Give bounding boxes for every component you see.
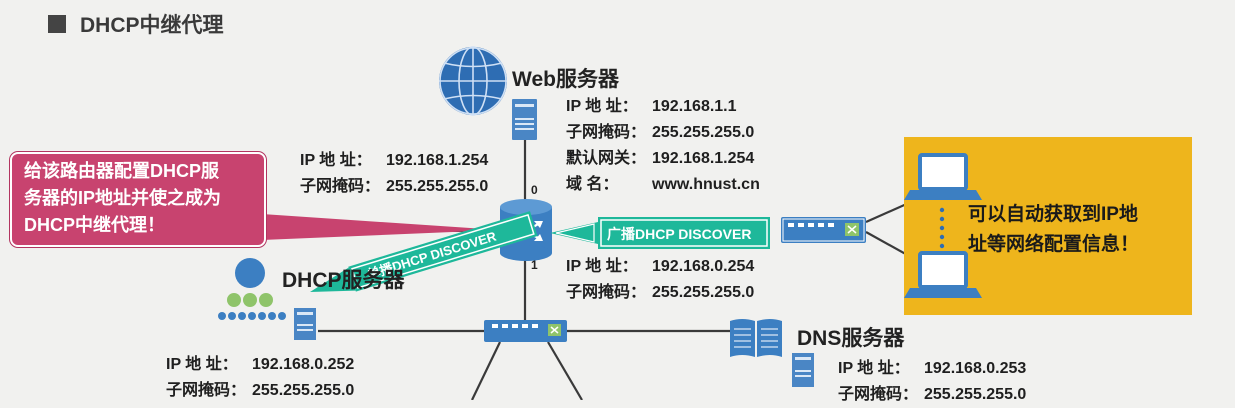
- info-row: IP 地 址：192.168.1.254: [300, 152, 489, 169]
- note-line-1: 可以自动获取到IP地: [968, 204, 1138, 225]
- info-row: 子网掩码：255.255.255.0: [300, 178, 489, 195]
- info-row: 默认网关：192.168.1.254: [566, 150, 755, 167]
- slide-header: DHCP中继代理: [48, 9, 224, 39]
- broadcast-label: 广播DHCP DISCOVER: [607, 226, 752, 242]
- switch-icon-center: [484, 320, 567, 342]
- info-row: IP 地 址：192.168.0.254: [566, 258, 755, 275]
- info-row: 子网掩码：255.255.255.0: [838, 386, 1027, 403]
- info-row: 子网掩码：255.255.255.0: [566, 284, 755, 301]
- note-line-2: 址等网络配置信息！: [968, 234, 1140, 255]
- router-if0-info: IP 地 址：192.168.1.254 子网掩码：255.255.255.0: [300, 148, 488, 200]
- dhcp-server-info: IP 地 址：192.168.0.252 子网掩码：255.255.255.0: [166, 352, 354, 404]
- laptop-icon-bottom: [904, 251, 982, 298]
- link-switch-down-left: [471, 341, 501, 400]
- link-switch-down-right: [547, 341, 583, 400]
- info-row: 子网掩码：255.255.255.0: [166, 382, 355, 399]
- slide-title: DHCP中继代理: [80, 14, 224, 37]
- web-server-info: IP 地 址：192.168.1.1 子网掩码：255.255.255.0 默认…: [566, 94, 760, 198]
- info-row: 域 名：www.hnust.cn: [566, 176, 760, 193]
- callout-line-2: 务器的IP地址并使之成为: [24, 188, 222, 208]
- dns-server-icon: [792, 353, 814, 387]
- switch-icon-right: [781, 217, 866, 243]
- info-row: IP 地 址：192.168.0.252: [166, 356, 355, 373]
- result-note-text: 可以自动获取到IP地 址等网络配置信息！: [968, 200, 1178, 260]
- callout-line-1: 给该路由器配置DHCP服: [24, 161, 220, 181]
- globe-icon: [439, 46, 507, 116]
- note-hosts: [904, 153, 982, 298]
- dns-server-graphic: [730, 319, 814, 387]
- info-row: 子网掩码：255.255.255.0: [566, 124, 755, 141]
- router-port-0: 0: [531, 183, 538, 197]
- broadcast-arrow: [550, 217, 770, 249]
- callout-pointer-wedge: [262, 214, 500, 240]
- dhcp-server-name: DHCP服务器: [282, 269, 405, 292]
- router-if1-info: IP 地 址：192.168.0.254 子网掩码：255.255.255.0: [566, 254, 754, 306]
- info-row: IP 地 址：192.168.0.253: [838, 360, 1027, 377]
- info-row: IP 地 址：192.168.1.1: [566, 98, 737, 115]
- dns-server-name: DNS服务器: [797, 327, 905, 350]
- router-callout: 给该路由器配置DHCP服 务器的IP地址并使之成为 DHCP中继代理！: [10, 152, 266, 247]
- router-port-1: 1: [531, 258, 538, 272]
- dns-server-info: IP 地 址：192.168.0.253 子网掩码：255.255.255.0: [838, 356, 1026, 408]
- users-icon: [218, 258, 286, 320]
- web-server-icon: [512, 99, 537, 140]
- unicast-arrow-shape: [310, 211, 538, 292]
- title-bullet: [48, 15, 66, 33]
- unicast-arrow: 单播DHCP DISCOVER: [305, 208, 540, 308]
- book-icon: [730, 319, 782, 357]
- dots-ellipsis-icon: [939, 207, 945, 249]
- dhcp-server-icon: [294, 308, 316, 340]
- web-server-name: Web服务器: [512, 68, 619, 91]
- callout-line-3: DHCP中继代理！: [24, 215, 166, 235]
- laptop-icon-top: [904, 153, 982, 200]
- dhcp-server-graphic: [218, 258, 316, 340]
